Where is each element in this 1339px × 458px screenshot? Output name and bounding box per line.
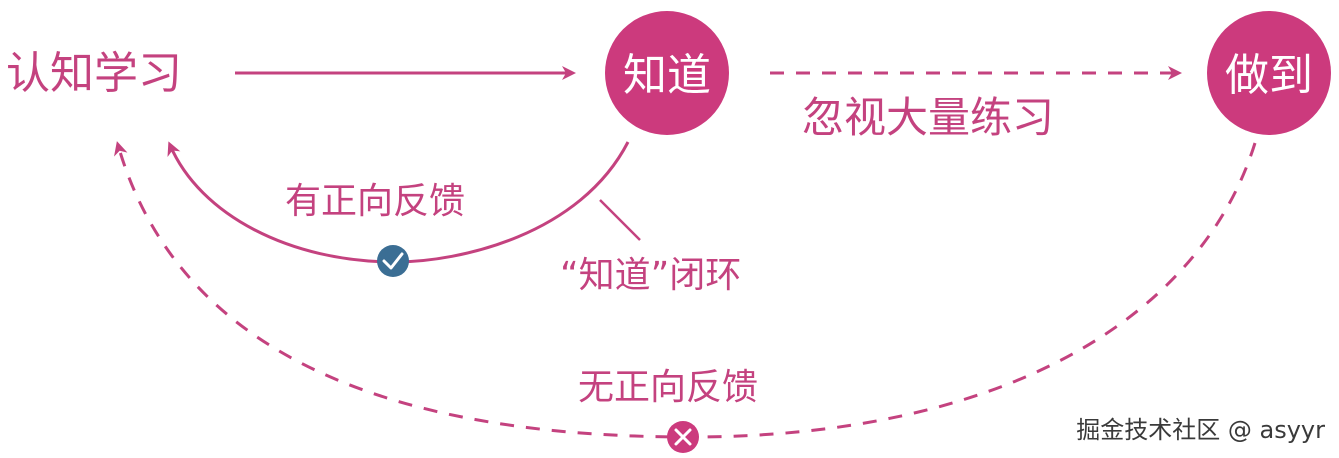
know-node-label: 知道 xyxy=(623,50,711,101)
positive-feedback-label: 有正向反馈 xyxy=(285,181,465,222)
loop-pointer-line xyxy=(599,199,641,241)
do-node-circle xyxy=(1207,11,1331,135)
practice-label: 忽视大量练习 xyxy=(802,93,1054,142)
no-positive-feedback-label: 无正向反馈 xyxy=(578,367,758,408)
check-icon xyxy=(377,245,409,277)
do-node: 做到 xyxy=(1207,11,1331,135)
start-label: 认知学习 xyxy=(6,48,182,99)
know-node-circle xyxy=(605,11,729,135)
watermark-text: 掘金技术社区 @ asyyr xyxy=(1076,416,1325,444)
cross-icon xyxy=(667,421,699,453)
do-node-label: 做到 xyxy=(1225,50,1313,101)
loop-label: “知道”闭环 xyxy=(560,255,741,296)
know-node: 知道 xyxy=(605,11,729,135)
